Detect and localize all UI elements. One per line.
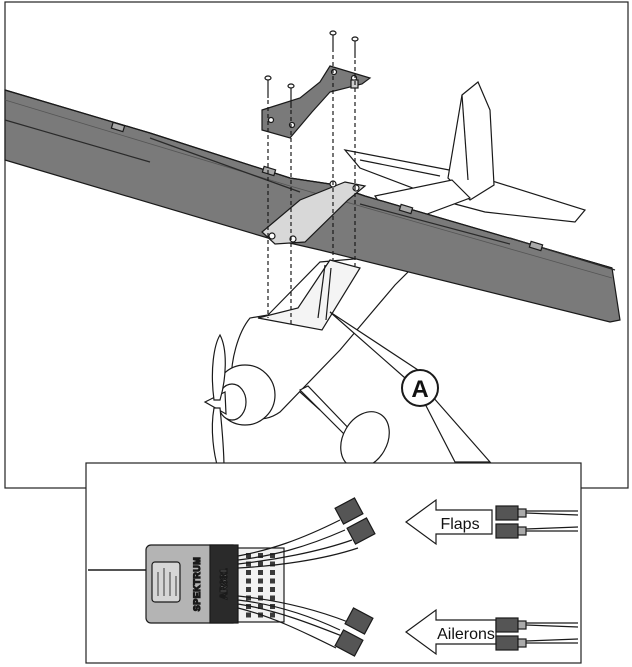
alignment-lines	[267, 55, 356, 326]
servo-hatch	[110, 121, 126, 133]
aileron-connectors	[495, 617, 579, 651]
right-aileron-line	[509, 237, 616, 271]
pin	[246, 604, 251, 609]
receiver: SPEKTRUM AR631	[145, 544, 285, 624]
left-flap-line	[149, 137, 301, 193]
aileron-leads	[237, 595, 353, 649]
right-flap-line	[359, 203, 511, 245]
screw	[351, 36, 359, 58]
pin	[270, 553, 275, 558]
wing-mount-plate	[261, 181, 367, 245]
receiver-logo-icon	[157, 568, 177, 596]
pin	[270, 612, 275, 618]
pin	[270, 561, 275, 567]
pin	[246, 553, 251, 558]
pin	[258, 578, 263, 584]
pin	[270, 570, 275, 575]
receiver-brand: SPEKTRUM	[192, 557, 202, 612]
fuselage	[203, 257, 412, 469]
pin	[258, 570, 263, 575]
pin	[246, 578, 251, 584]
left-aileron-line	[4, 119, 151, 163]
pin	[258, 595, 263, 601]
main-wing	[4, 89, 621, 323]
pin	[258, 587, 263, 592]
propeller-top	[211, 333, 226, 401]
pin	[246, 561, 251, 567]
pin	[258, 553, 263, 558]
pin-grid	[246, 553, 275, 618]
pin	[246, 587, 251, 592]
pin	[258, 604, 263, 609]
top-plate	[261, 65, 372, 139]
aileron-plugs	[334, 607, 374, 657]
pin	[258, 561, 263, 567]
flaps-label: Flaps	[440, 516, 479, 533]
callout-a: A	[401, 369, 439, 407]
screw	[287, 83, 295, 108]
pin	[270, 595, 275, 601]
pin	[246, 570, 251, 575]
pin	[246, 595, 251, 601]
servo-hatch	[528, 240, 544, 252]
flap-leads	[237, 519, 359, 569]
screw	[329, 30, 337, 52]
pin	[270, 578, 275, 584]
pin	[246, 612, 251, 618]
receiver-model: AR631	[219, 568, 230, 600]
callout-letter: A	[411, 376, 428, 403]
ailerons-label: Ailerons	[437, 626, 495, 643]
screws	[264, 30, 359, 108]
servo-hatch	[398, 203, 414, 215]
pin	[270, 587, 275, 592]
ailerons-arrow: Ailerons	[404, 608, 497, 656]
flaps-arrow: Flaps	[404, 498, 493, 546]
screw	[264, 75, 272, 98]
flap-connectors	[495, 505, 579, 539]
flap-plugs	[334, 497, 376, 545]
